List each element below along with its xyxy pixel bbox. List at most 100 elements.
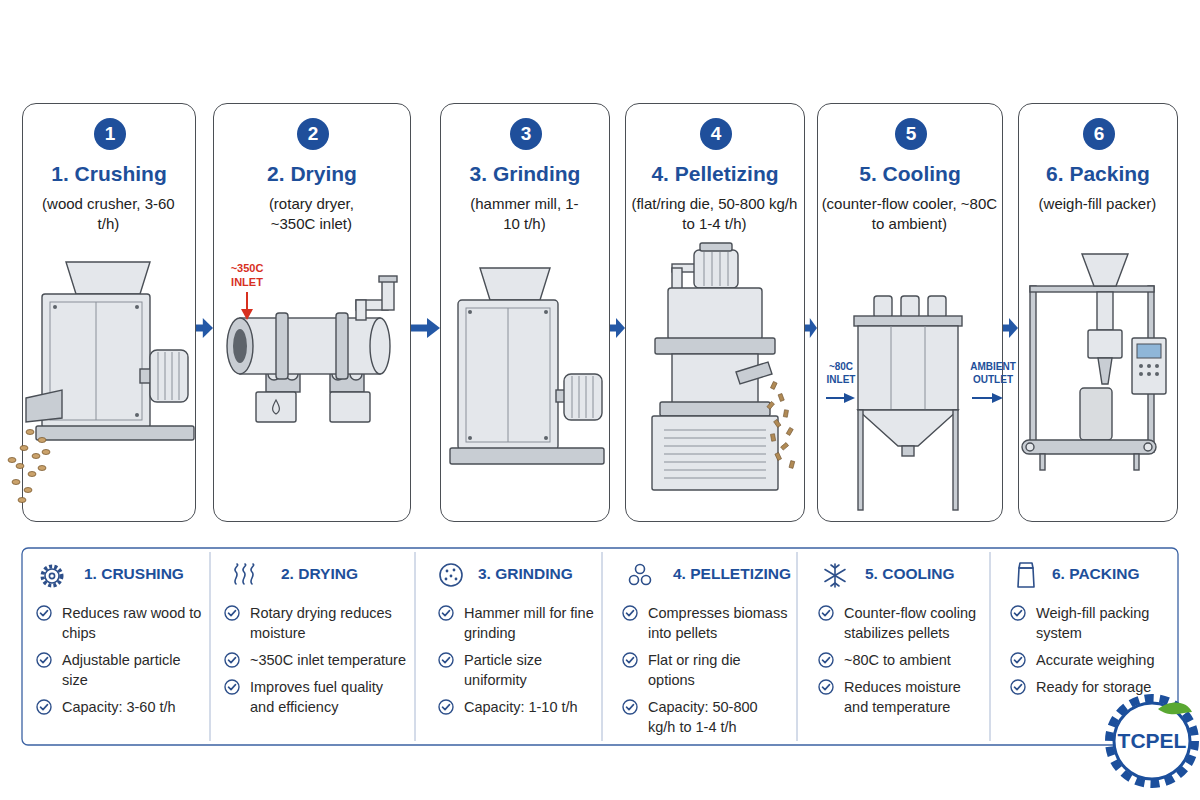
bullet-item: Improves fuel quality and efficiency <box>224 677 407 717</box>
bullet-item: Counter-flow cooling stabilizes pellets <box>818 603 982 643</box>
bullet-list: Hammer mill for fine grindingParticle si… <box>438 603 594 717</box>
step-number: 4 <box>711 123 722 145</box>
logo-text: TCPEL <box>1110 728 1194 754</box>
column-heading: 4. PELLETIZING <box>673 565 791 583</box>
grinding-icon <box>445 578 448 581</box>
column-heading: 6. PACKING <box>1052 565 1140 583</box>
step-number-badge: 2 <box>297 118 329 150</box>
bullet-text: Capacity: 50-800 kg/h to 1-4 t/h <box>648 697 789 737</box>
step-number-badge: 4 <box>700 118 732 150</box>
bullet-item: Particle size uniformity <box>438 650 594 690</box>
grinding-icon <box>446 570 449 573</box>
bullet-list: Reduces raw wood to chipsAdjustable part… <box>36 603 202 717</box>
arrow-shaft <box>411 325 430 332</box>
arrow-shaft <box>610 325 618 332</box>
arrow-head <box>203 318 213 338</box>
summary-column: 3. GRINDINGHammer mill for fine grinding… <box>415 548 602 745</box>
arrow-shaft <box>805 325 811 332</box>
bullet-item: Ready for storage <box>1010 677 1170 697</box>
bullet-list: Rotary drying reduces moisture ~350C inle… <box>224 603 407 717</box>
column-divider <box>210 552 211 741</box>
flow-arrow <box>411 318 440 338</box>
snowflake-icon <box>831 565 839 586</box>
bullet-text: Weigh-fill packing system <box>1036 603 1170 643</box>
column-heading: 2. DRYING <box>281 565 358 583</box>
wood-chip <box>8 458 16 463</box>
check-mark <box>41 658 48 663</box>
bullet-item: Reduces moisture and temperature <box>818 677 982 717</box>
step-title: 4. Pelletizing <box>626 162 804 186</box>
bullet-text: Particle size uniformity <box>464 650 594 690</box>
bullet-text: Improves fuel quality and efficiency <box>250 677 407 717</box>
gear-icon <box>49 573 54 578</box>
check-icon <box>1010 652 1026 668</box>
process-card: 2. Drying(rotary dryer, ~350C inlet)2 <box>213 103 411 522</box>
flow-arrow <box>196 318 213 338</box>
summary-column: 4. PELLETIZING Compresses biomass into pe… <box>602 548 797 745</box>
bullet-item: Capacity: 1-10 t/h <box>438 697 594 717</box>
panel-border <box>22 548 1178 745</box>
summary-column: 1. CRUSHINGReduces raw wood to chipsAdju… <box>22 548 210 745</box>
check-circle <box>623 606 637 620</box>
bullet-text: Compresses biomass into pellets <box>648 603 789 643</box>
step-subtitle: (flat/ring die, 50-800 kg/h to 1-4 t/h) <box>626 194 802 234</box>
check-icon <box>622 699 638 715</box>
process-card: 4. Pelletizing (flat/ring die, 50-800 kg/… <box>625 103 805 522</box>
check-mark <box>823 658 830 663</box>
bullet-text: Counter-flow cooling stabilizes pellets <box>844 603 982 643</box>
grinding-icon <box>453 569 456 572</box>
column-icons <box>43 563 1035 587</box>
check-circle <box>623 653 637 667</box>
bullet-item: ~350C inlet temperature <box>224 650 407 670</box>
check-circle <box>225 680 239 694</box>
check-mark <box>229 658 236 663</box>
flow-arrow <box>805 318 817 338</box>
check-icon <box>1010 605 1026 621</box>
logo-gear <box>1109 698 1195 784</box>
check-mark <box>1015 611 1022 616</box>
bag-icon <box>1018 568 1034 587</box>
bullet-item: Rotary drying reduces moisture <box>224 603 407 643</box>
bullet-text: Reduces raw wood to chips <box>62 603 202 643</box>
step-title: 5. Cooling <box>818 162 1002 186</box>
pellet-icon <box>630 576 639 585</box>
snowflake-icon <box>825 570 845 582</box>
check-icon <box>36 652 52 668</box>
check-circle <box>623 700 637 714</box>
callout-label: AMBIENT OUTLET <box>966 361 1020 386</box>
flow-arrow <box>610 318 625 338</box>
check-mark <box>229 685 236 690</box>
bullet-item: ~80C to ambient <box>818 650 982 670</box>
check-circle <box>225 653 239 667</box>
bullet-item: Weigh-fill packing system <box>1010 603 1170 643</box>
arrow-head <box>810 318 817 338</box>
grinding-icon <box>455 578 458 581</box>
bullet-text: Flat or ring die options <box>648 650 789 690</box>
callout-label: ~350C INLET <box>222 262 272 290</box>
flow-arrow <box>1003 318 1018 338</box>
check-mark <box>627 611 634 616</box>
process-card: 5. Cooling(counter-flow cooler, ~80C to … <box>817 103 1003 522</box>
wood-chip <box>12 480 20 485</box>
step-number-badge: 6 <box>1083 118 1115 150</box>
bullet-text: Ready for storage <box>1036 677 1170 697</box>
bullet-item: Adjustable particle size <box>36 650 202 690</box>
check-icon <box>818 679 834 695</box>
summary-column: 2. DRYING Rotary drying reduces moisture ~… <box>210 548 415 745</box>
check-circle <box>819 680 833 694</box>
check-icon <box>36 605 52 621</box>
bullet-item: Compresses biomass into pellets <box>622 603 789 643</box>
check-mark <box>229 611 236 616</box>
check-circle <box>439 653 453 667</box>
bullet-text: Adjustable particle size <box>62 650 202 690</box>
step-number: 3 <box>521 123 532 145</box>
step-number: 6 <box>1094 123 1105 145</box>
arrow-shaft <box>1003 325 1011 332</box>
heat-icon <box>235 564 238 584</box>
grinding-icon <box>450 575 453 578</box>
check-icon <box>224 605 240 621</box>
column-divider <box>797 552 798 741</box>
step-title: 3. Grinding <box>441 162 609 186</box>
check-mark <box>443 658 450 663</box>
